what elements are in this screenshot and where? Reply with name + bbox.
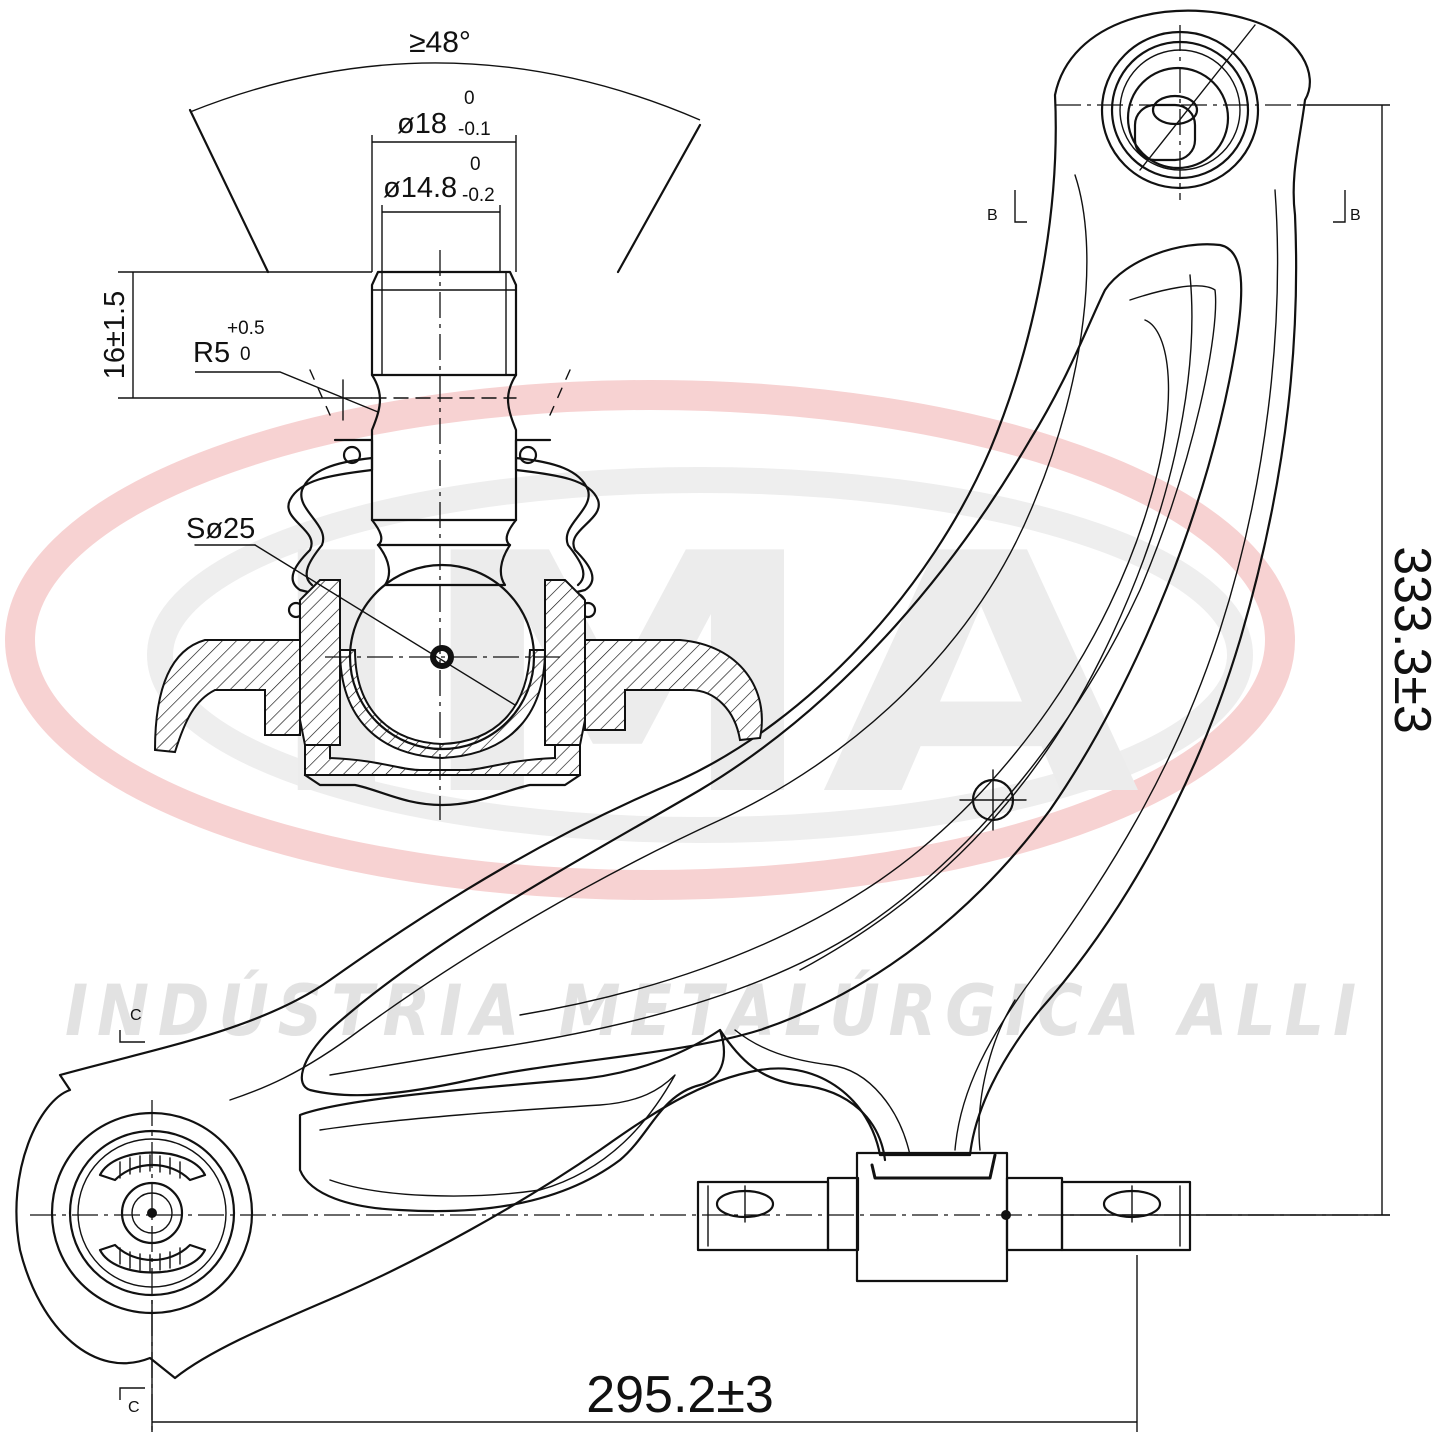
label-taper-tol-lower: -0.2 [462,185,495,206]
mount-arm-left [153,639,301,754]
stud-thread [370,270,518,377]
arm-pocket-rib-3 [799,274,1193,971]
rear-bushing [30,1151,1390,1283]
stud-collar [376,543,512,587]
rear-bushing-sleeve-left [826,1176,860,1252]
ball-joint-section [118,62,763,820]
section-c-top-arrow [119,1030,145,1043]
watermark: IMA INDÚSTRIA METALÚRGICA ALLI [5,380,1365,1052]
label-section-c-bottom: C [128,1399,140,1416]
rear-bushing-bolt-right [1060,1180,1192,1252]
label-fillet-tol-lower: 0 [240,344,251,365]
arm-pocket-rib-2 [519,319,1170,1016]
housing-bottom [303,773,582,807]
angle-line-left [188,108,270,274]
boot-right [514,438,600,597]
angle-arc [189,62,701,121]
bushing-rubber-lines [119,1154,181,1272]
boot-ring-right-top [518,445,538,465]
stud-neck [370,518,518,547]
label-fillet-tol-upper: +0.5 [227,318,265,339]
arm-pocket-rib-1 [329,285,1217,1076]
section-c-bottom-arrow [119,1387,145,1400]
eye-stud [1133,103,1197,162]
bushing-ring-2 [68,1129,236,1297]
arm-flange-line-1 [229,174,1088,1101]
boot-left [287,438,374,597]
arm-pocket-lower [298,1028,725,1213]
label-section-b-right: B [1350,207,1361,224]
ball-diameter-line [254,544,516,706]
boot-ring-left-top [342,445,362,465]
arm-pocket-upper [300,243,1243,1097]
rear-bushing-housing [855,1151,1009,1283]
dimension-labels: ≥48° ø18 0 -0.1 ø14.8 0 -0.2 16±1.5 R5 +… [99,26,1441,1424]
section-b-right-arrow [1333,190,1346,223]
label-fillet-radius: R5 [193,337,230,369]
bushing-void-bottom [98,1243,207,1274]
eye-inner-ring [1126,66,1230,170]
label-ball-diameter: Sø25 [186,513,255,545]
label-stud-diameter: ø18 [397,108,447,140]
eye-stud-top [1151,94,1199,126]
section-b-left-arrow [1014,190,1027,223]
label-stud-tol-upper: 0 [464,88,475,109]
angle-line-left-ext [309,369,331,416]
rear-bushing-weld [870,1153,997,1180]
label-angle: ≥48° [409,26,471,59]
bearing-liner [338,649,547,760]
angle-line-right [616,123,702,274]
bearing-cap [304,744,581,776]
arm-pocket-lower-inner [319,1074,676,1197]
ball-joint-eye [1055,24,1310,200]
watermark-company-name: INDÚSTRIA METALÚRGICA ALLI [65,970,1365,1052]
overall-dimensions [151,104,1390,1432]
section-markers [119,190,1346,1400]
stud-taper [370,373,518,522]
boot-right-inner [514,456,590,587]
dim-radius-leader [195,371,379,413]
arm-fork-rib-2 [978,999,1016,1151]
label-section-c-top: C [130,1007,142,1024]
eye-diagonal [1139,24,1256,171]
angle-line-right-ext [549,369,571,416]
label-taper-length: 16±1.5 [99,291,131,380]
label-stud-tol-lower: -0.1 [458,119,491,140]
arm-flange-line-2 [954,189,1279,1151]
label-overall-width: 295.2±3 [586,1366,774,1424]
label-taper-diameter: ø14.8 [383,172,457,204]
arm-outer-contour [15,9,1311,1380]
rear-bushing-bolt-left [696,1180,830,1252]
housing-left [299,579,341,746]
watermark-ring-outer [5,380,1295,900]
rear-bushing-sleeve-right [1005,1176,1064,1252]
label-section-b-left: B [987,207,998,224]
control-arm-body [15,9,1311,1380]
label-overall-height: 333.3±3 [1383,546,1441,734]
housing-right [544,579,586,746]
label-taper-tol-upper: 0 [470,154,481,175]
boot-left-inner [300,456,374,587]
arm-fork-rib [718,1028,887,1162]
bushing-void-top [98,1151,207,1182]
arm-fork-rib-inner [734,1029,911,1156]
mount-arm-right [584,639,763,742]
